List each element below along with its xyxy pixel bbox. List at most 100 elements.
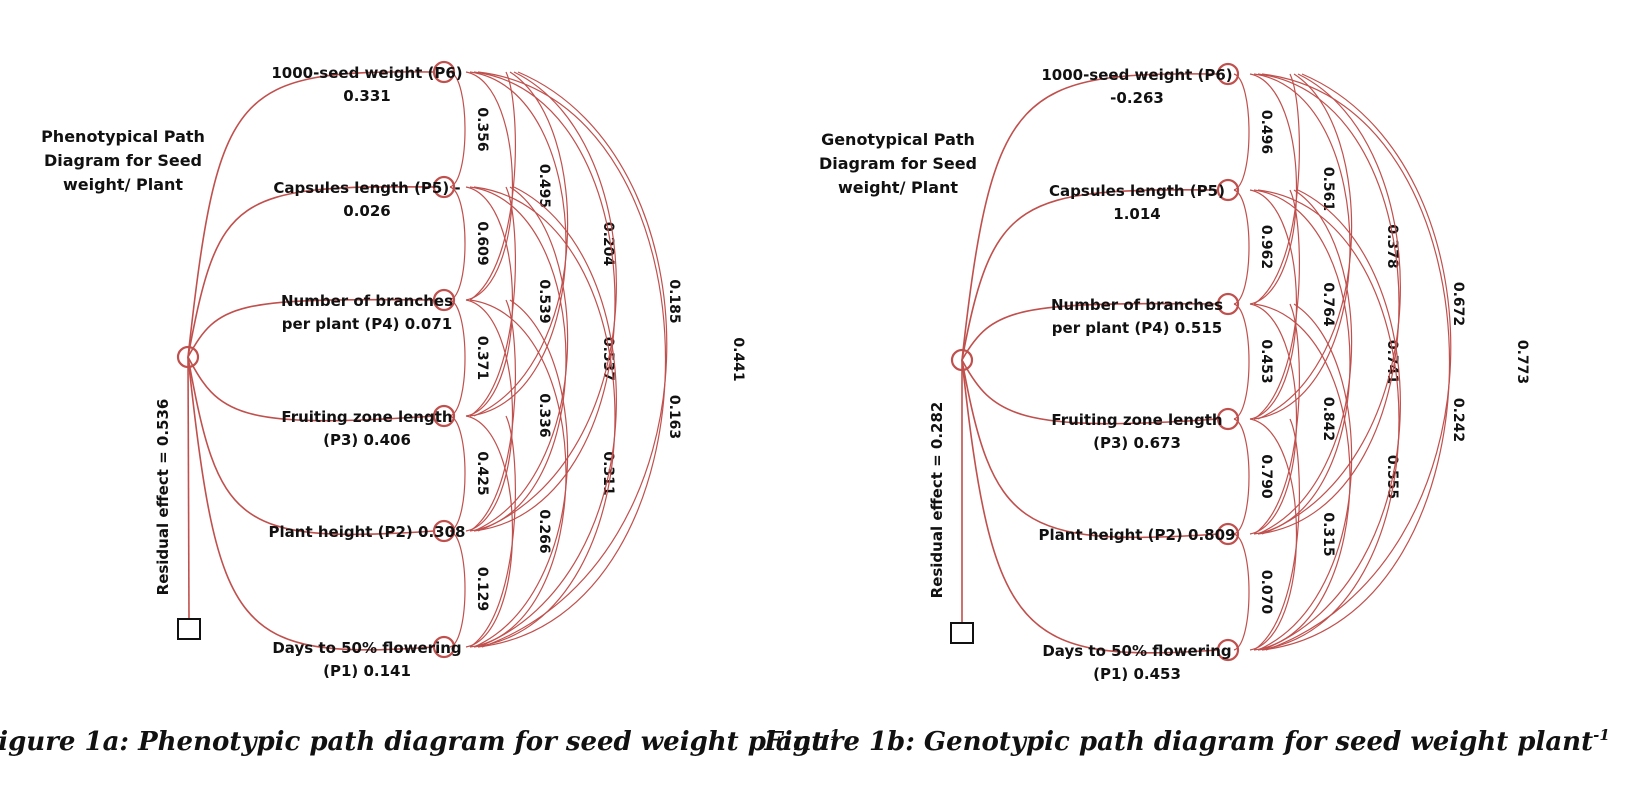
variable-node-P4 [1216, 292, 1240, 316]
correlation-arc-2 [1233, 303, 1250, 420]
variable-node-P5 [1216, 178, 1240, 202]
diagram-title: weight/ Plant [63, 175, 183, 194]
variable-node-P2 [432, 519, 456, 543]
node-label-P2: Plant height (P2) 0.809 [1039, 526, 1236, 544]
node-label-P5: 0.026 [343, 202, 390, 220]
correlation-arc-pair-9 [1257, 73, 1353, 420]
correlation-arcs: 0.4960.9620.4530.7900.0700.5610.7640.842… [1233, 73, 1530, 651]
correlation-arc-4 [449, 530, 466, 648]
correlation-arc-pair-6 [469, 186, 516, 417]
direct-path-P3 [961, 359, 1219, 425]
correlation-arcs: 0.3560.6090.3710.4250.1290.4950.5390.336… [449, 71, 746, 648]
correlation-value: 0.315 [1320, 512, 1336, 556]
correlation-value: 0.266 [536, 509, 552, 553]
correlation-arc-0 [449, 71, 466, 188]
phenotypic-path-diagram: 0.3560.6090.3710.4250.1290.4950.5390.336… [0, 60, 840, 757]
variable-node-P5 [432, 175, 456, 199]
residual-box [950, 622, 974, 644]
correlation-value: 0.441 [730, 337, 746, 381]
residual-effect-label: Residual effect = 0.536 [154, 399, 172, 596]
variable-node-P3 [432, 404, 456, 428]
correlation-arc-pair-5 [469, 71, 516, 301]
residual-box [177, 618, 201, 640]
correlation-value: 0.773 [1514, 340, 1530, 384]
correlation-value: 0.453 [1258, 339, 1274, 383]
node-label-P5: 1.014 [1113, 205, 1160, 223]
correlation-arc-pair-7 [469, 299, 516, 532]
node-label-P1: (P1) 0.453 [1093, 665, 1181, 683]
node-label-P6: -0.263 [1110, 89, 1164, 107]
variable-node-P2 [1216, 522, 1240, 546]
diagram-title: Diagram for Seed [819, 154, 977, 173]
node-label-P5: Capsules length (P5) [1049, 182, 1225, 200]
correlation-arc-0 [1233, 73, 1250, 191]
node-label-P6: 1000-seed weight (P6) [271, 64, 462, 82]
figure-caption: Figure 1b: Genotypic path diagram for se… [763, 726, 1610, 757]
correlation-arc-pair-8 [1253, 418, 1300, 651]
correlation-arc-5 [1249, 73, 1297, 305]
correlation-value: 0.790 [1258, 454, 1274, 499]
correlation-arc-8 [465, 415, 513, 648]
correlation-value: 0.495 [536, 164, 552, 208]
correlation-arc-10 [1253, 189, 1351, 535]
direct-path-P5 [187, 186, 435, 358]
node-label-P3: Fruiting zone length [1051, 411, 1222, 429]
correlation-arc-14 [1261, 73, 1451, 651]
correlation-arc-5 [465, 71, 513, 301]
correlation-value: 0.129 [474, 567, 490, 611]
correlation-value: 0.842 [1320, 397, 1336, 441]
correlation-value: 0.371 [474, 336, 490, 380]
direct-path-P1 [187, 356, 435, 651]
figure-caption: Figure 1a: Phenotypic path diagram for s… [0, 726, 840, 757]
correlation-value: 0.962 [1258, 225, 1274, 269]
correlation-arc-pair-14 [1265, 73, 1452, 651]
correlation-value: 0.425 [474, 451, 490, 495]
correlation-arc-7 [465, 299, 513, 532]
node-label-P2: Plant height (P2) 0.308 [269, 523, 466, 541]
correlation-arc-pair-12 [477, 71, 617, 532]
direct-path-P1 [961, 359, 1219, 654]
correlation-arc-2 [449, 299, 466, 417]
correlation-arc-12 [473, 71, 616, 532]
node-label-P6: 0.331 [343, 87, 390, 105]
variable-node-P6 [1216, 62, 1240, 86]
direct-effect-paths [187, 71, 435, 651]
direct-path-P2 [187, 356, 435, 536]
node-label-P4: Number of branches [1051, 296, 1223, 314]
correlation-arc-pair-10 [1257, 189, 1353, 535]
direct-path-P6 [961, 73, 1219, 361]
residual-path [187, 356, 190, 620]
origin-node [176, 345, 200, 369]
correlation-value: 0.070 [1258, 570, 1274, 615]
correlation-value: 0.609 [474, 221, 490, 265]
correlation-value: 0.163 [666, 395, 682, 439]
diagram-title: Phenotypical Path [41, 127, 205, 146]
node-label-P4: Number of branches [281, 292, 453, 310]
diagram-title: Diagram for Seed [44, 151, 202, 170]
correlation-arc-pair-8 [469, 415, 516, 648]
direct-path-P6 [187, 71, 435, 358]
correlation-value: 0.561 [1320, 167, 1336, 211]
node-label-P1: Days to 50% flowering [1042, 642, 1231, 660]
variable-node-P1 [1216, 638, 1240, 662]
correlation-arc-pair-10 [473, 186, 569, 532]
correlation-arc-1 [449, 186, 466, 301]
correlation-value: 0.539 [536, 279, 552, 323]
direct-path-P4 [961, 302, 1219, 361]
correlation-arc-8 [1249, 418, 1297, 651]
correlation-arc-pair-11 [1257, 303, 1353, 651]
correlation-arc-pair-9 [473, 71, 569, 417]
correlation-arc-10 [469, 186, 567, 532]
correlation-value: 0.672 [1450, 282, 1466, 326]
residual-effect-label: Residual effect = 0.282 [928, 402, 946, 599]
correlation-arc-12 [1257, 73, 1400, 535]
correlation-arc-pair-6 [1253, 189, 1300, 420]
direct-path-P4 [187, 298, 435, 358]
node-label-P3: (P3) 0.673 [1093, 434, 1181, 452]
correlation-value: 0.356 [474, 107, 490, 151]
variable-node-P1 [432, 635, 456, 659]
correlation-arc-3 [1233, 418, 1250, 535]
node-label-P6: 1000-seed weight (P6) [1041, 66, 1232, 84]
direct-path-P3 [187, 356, 435, 422]
direct-effect-paths [961, 73, 1219, 654]
